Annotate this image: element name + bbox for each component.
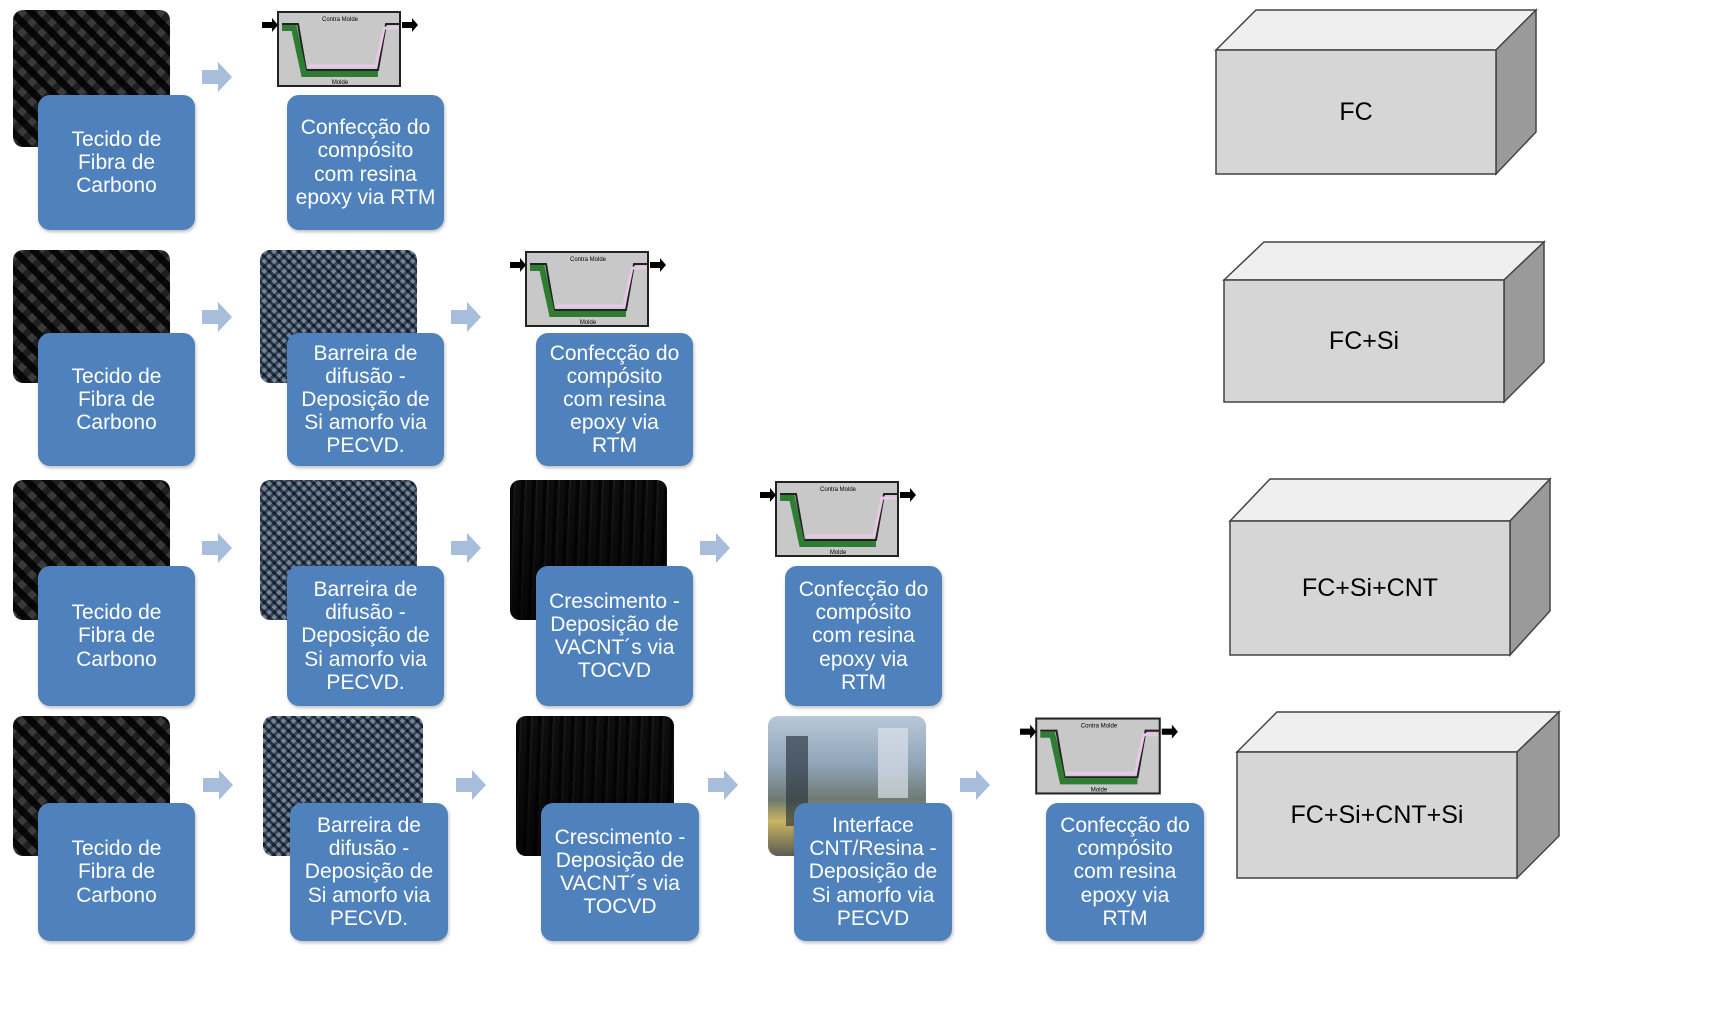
step-label: Tecido de Fibra de Carbono [38,95,195,230]
rtm-mold-diagram: Contra Molde Molde [1020,717,1178,795]
step-label: Barreira de difusão - Deposição de Si am… [287,333,444,466]
mold-bottom-label: Molde [1091,787,1108,793]
step-label: Confecção do compósito com resina epoxy … [1046,803,1204,941]
right-arrow-icon [203,770,233,800]
mold-bottom-label: Molde [830,550,847,556]
mold-top-label: Contra Molde [322,17,359,23]
step-label: Confecção do compósito com resina epoxy … [785,566,942,706]
result-label: FC [1339,97,1373,126]
step-label: Crescimento - Deposição de VACNT´s via T… [536,566,693,706]
step-label: Tecido de Fibra de Carbono [38,333,195,466]
rtm-mold-diagram: Contra Molde Molde [510,251,666,327]
3d-block-icon [1235,710,1561,880]
mold-top-label: Contra Molde [1081,724,1118,730]
step-label: Confecção do compósito com resina epoxy … [536,333,693,466]
mold-top-label: Contra Molde [820,487,857,493]
right-arrow-icon [202,302,232,332]
step-label: Barreira de difusão - Deposição de Si am… [290,803,448,941]
right-arrow-icon [708,770,738,800]
right-arrow-icon [202,62,232,92]
result-label: FC+Si+CNT+Si [1290,800,1464,829]
step-label: Confecção do compósito com resina epoxy … [287,95,444,230]
right-arrow-icon [456,770,486,800]
rtm-mold-diagram: Contra Molde Molde [760,481,916,557]
right-arrow-icon [451,533,481,563]
result-label: FC+Si [1328,326,1400,355]
step-label: Interface CNT/Resina - Deposição de Si a… [794,803,952,941]
right-arrow-icon [451,302,481,332]
3d-block-icon [1214,8,1538,176]
step-label: Crescimento - Deposição de VACNT´s via T… [541,803,699,941]
3d-block-icon [1222,240,1546,404]
right-arrow-icon [202,533,232,563]
step-label: Tecido de Fibra de Carbono [38,803,195,941]
rtm-mold-diagram: Contra Molde Molde [262,11,418,87]
result-label: FC+Si+CNT [1301,573,1439,602]
step-label: Tecido de Fibra de Carbono [38,566,195,706]
step-label: Barreira de difusão - Deposição de Si am… [287,566,444,706]
right-arrow-icon [700,533,730,563]
mold-top-label: Contra Molde [570,257,607,263]
mold-bottom-label: Molde [580,320,597,326]
right-arrow-icon [960,770,990,800]
3d-block-icon [1228,477,1552,657]
mold-bottom-label: Molde [332,80,349,86]
